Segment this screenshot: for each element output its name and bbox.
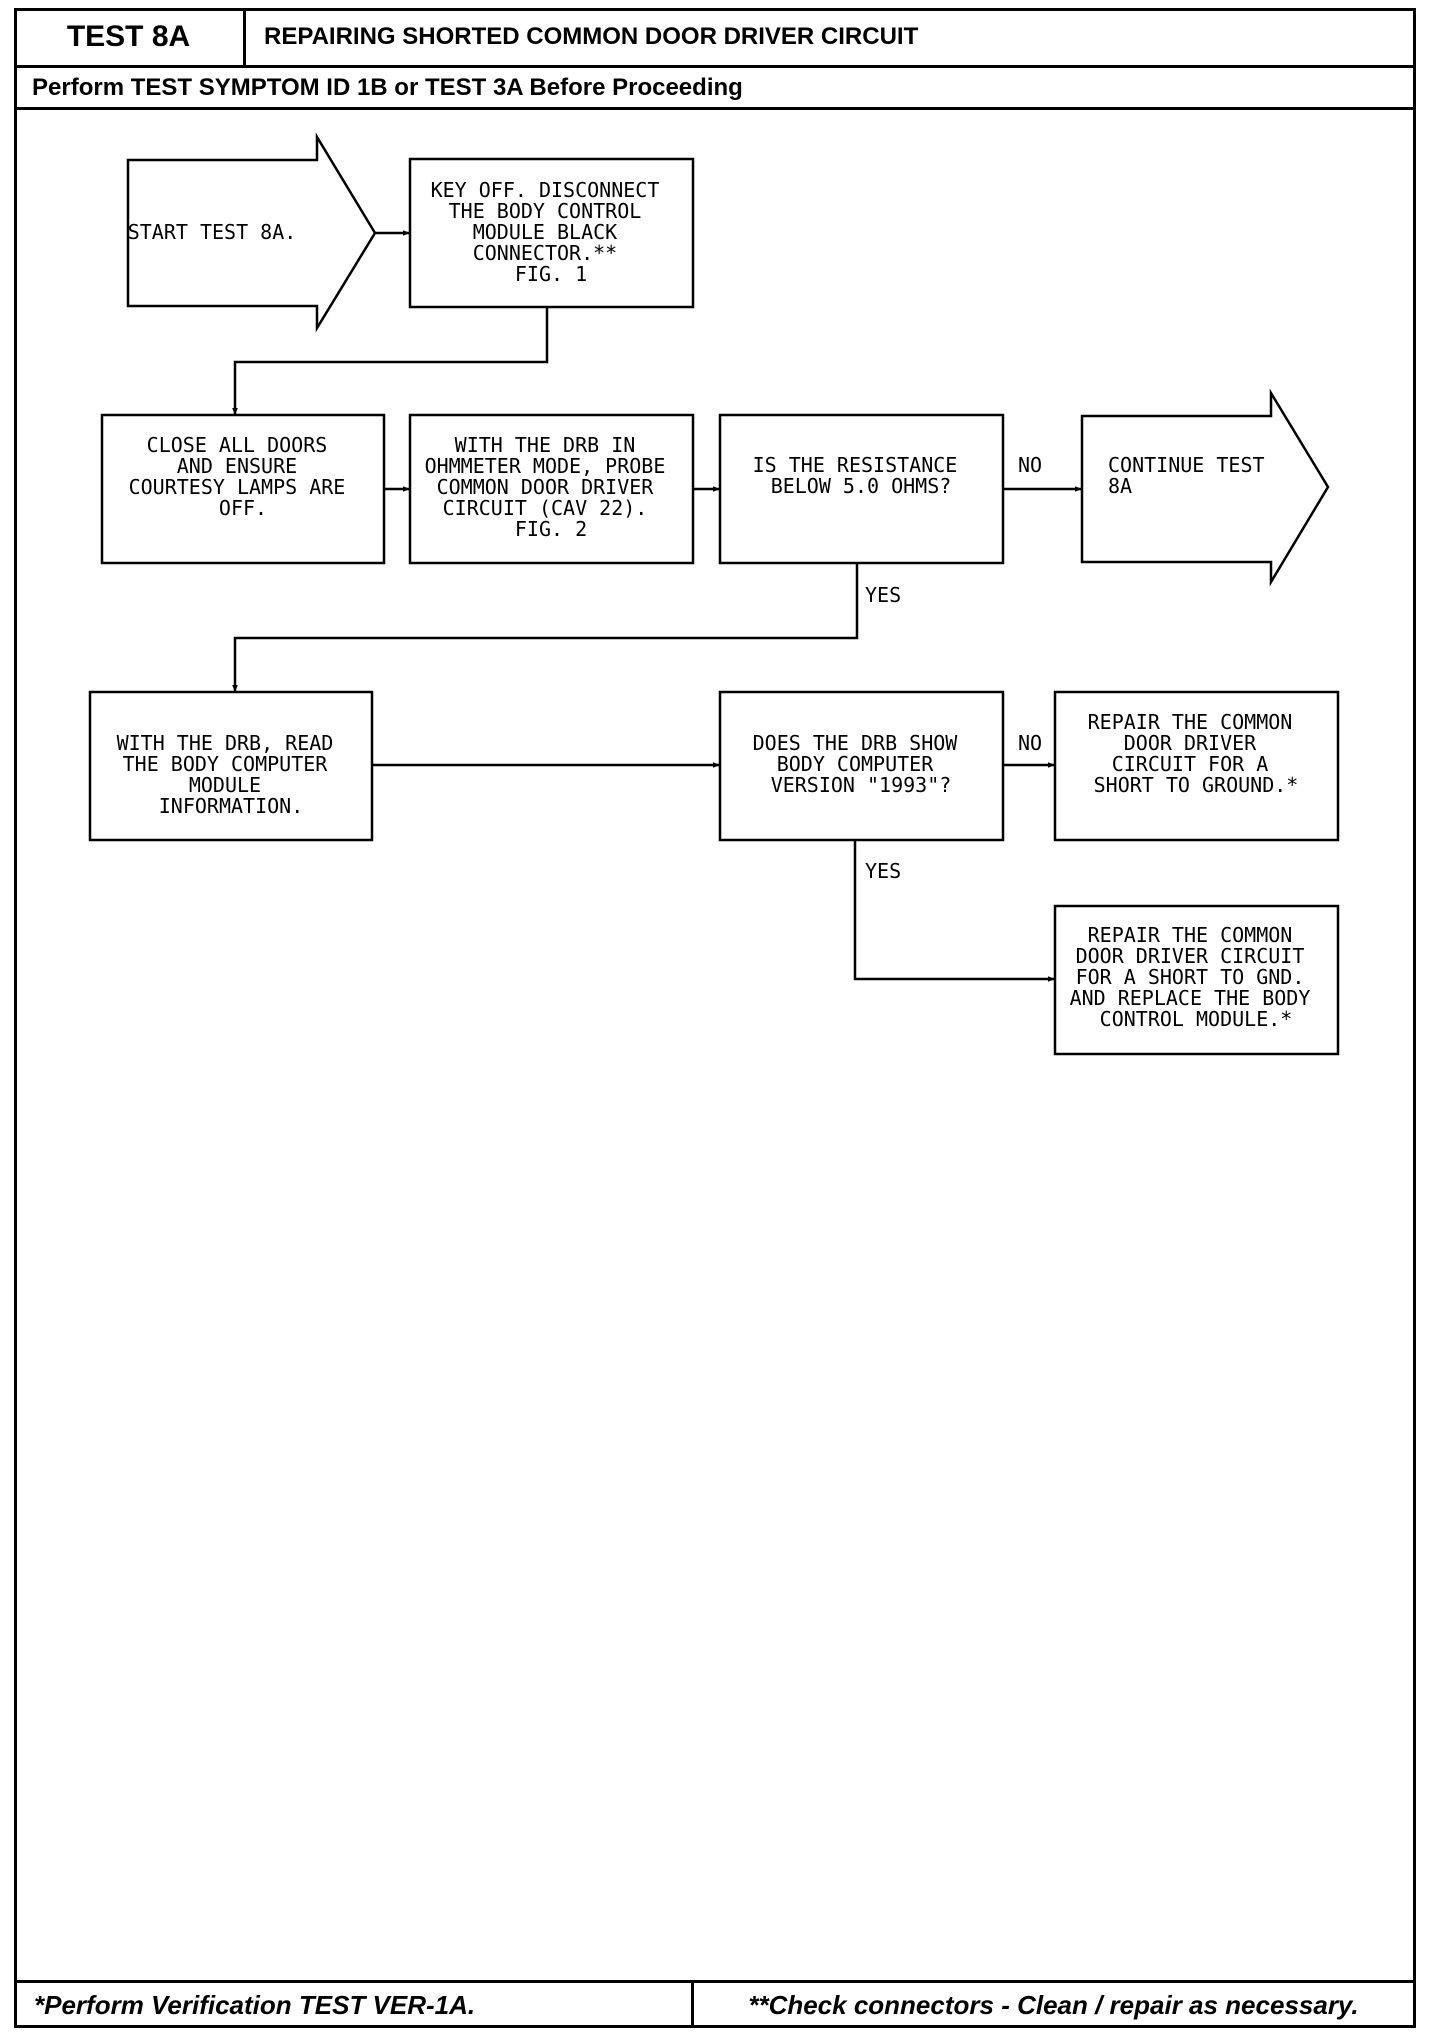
branch-label-yes-2: YES (865, 859, 901, 883)
footer: *Perform Verification TEST VER-1A. **Che… (14, 1980, 1416, 2028)
repair-ground-text: REPAIR THE COMMON DOOR DRIVER CIRCUIT FO… (1088, 710, 1305, 797)
continue-text: CONTINUE TEST 8A (1108, 453, 1277, 498)
resistance-question-text: IS THE RESISTANCE BELOW 5.0 OHMS? (753, 453, 970, 498)
footer-connector-note: **Check connectors - Clean / repair as n… (748, 1990, 1359, 2020)
test-id: TEST 8A (14, 8, 246, 65)
page-frame (14, 8, 1416, 2028)
connector-resistance-yes (232, 563, 859, 692)
branch-label-yes-1: YES (865, 583, 901, 607)
page-title: REPAIRING SHORTED COMMON DOOR DRIVER CIR… (264, 22, 919, 50)
probe-text: WITH THE DRB IN OHMMETER MODE, PROBE COM… (425, 433, 678, 541)
read-info-text: WITH THE DRB, READ THE BODY COMPUTER MOD… (117, 731, 346, 818)
continue-shape (1080, 388, 1330, 587)
header: TEST 8A REPAIRING SHORTED COMMON DOOR DR… (14, 8, 1416, 68)
branch-label-no-1: NO (1018, 453, 1042, 477)
branch-label-no-2: NO (1018, 731, 1042, 755)
start-shape (126, 132, 377, 333)
disconnect-text: KEY OFF. DISCONNECT THE BODY CONTROL MOD… (431, 178, 672, 286)
repair-replace-text: REPAIR THE COMMON DOOR DRIVER CIRCUIT FO… (1070, 923, 1323, 1031)
version-question-text: DOES THE DRB SHOW BODY COMPUTER VERSION … (753, 731, 970, 797)
close-doors-text: CLOSE ALL DOORS AND ENSURE COURTESY LAMP… (129, 433, 358, 520)
footer-verification-note: *Perform Verification TEST VER-1A. (14, 1983, 694, 2028)
connector-version-yes (853, 840, 1055, 982)
start-label: START TEST 8A. (128, 220, 297, 244)
connector-disconnect-to-close (232, 307, 549, 415)
prerequisite-note: Perform TEST SYMPTOM ID 1B or TEST 3A Be… (14, 68, 1416, 110)
